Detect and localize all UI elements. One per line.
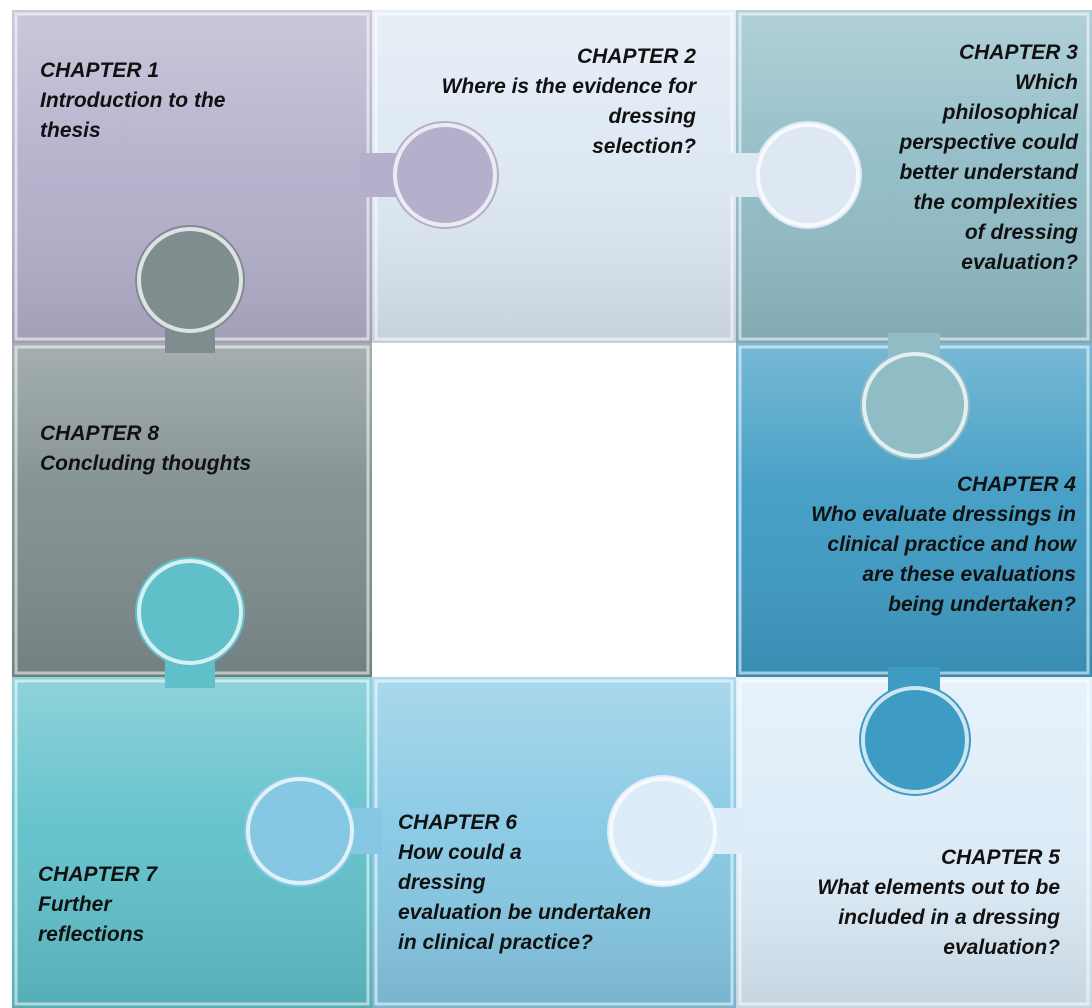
knob-ch1-into-ch2: [360, 121, 499, 229]
knob-ch2-into-ch3: [726, 121, 862, 229]
chapter-3-label: CHAPTER 3 Which philosophical perspectiv…: [899, 41, 1078, 274]
knob-ch3-into-ch4: [860, 333, 970, 460]
empty-center-space: [372, 343, 736, 677]
chapter-8-label: CHAPTER 8 Concluding thoughts: [40, 422, 252, 475]
chapter-1-label: CHAPTER 1 Introduction to the thesis: [40, 59, 226, 142]
knob-ch8-into-ch1: [135, 225, 245, 353]
chapter-2-label: CHAPTER 2 Where is the evidence for dres…: [441, 45, 696, 158]
knob-ch7-into-ch8: [135, 557, 245, 688]
chapter-4-label: CHAPTER 4 Who evaluate dressings in clin…: [811, 473, 1076, 616]
knob-ch5-into-ch6: [607, 775, 746, 887]
chapter-5-label: CHAPTER 5 What elements out to be includ…: [817, 846, 1060, 959]
chapter-6-label: CHAPTER 6 How could a dressing evaluatio…: [398, 811, 652, 954]
chapter-7-label: CHAPTER 7 Further reflections: [38, 863, 158, 946]
knob-ch6-into-ch7: [244, 775, 382, 887]
knob-ch4-into-ch5: [859, 667, 971, 796]
